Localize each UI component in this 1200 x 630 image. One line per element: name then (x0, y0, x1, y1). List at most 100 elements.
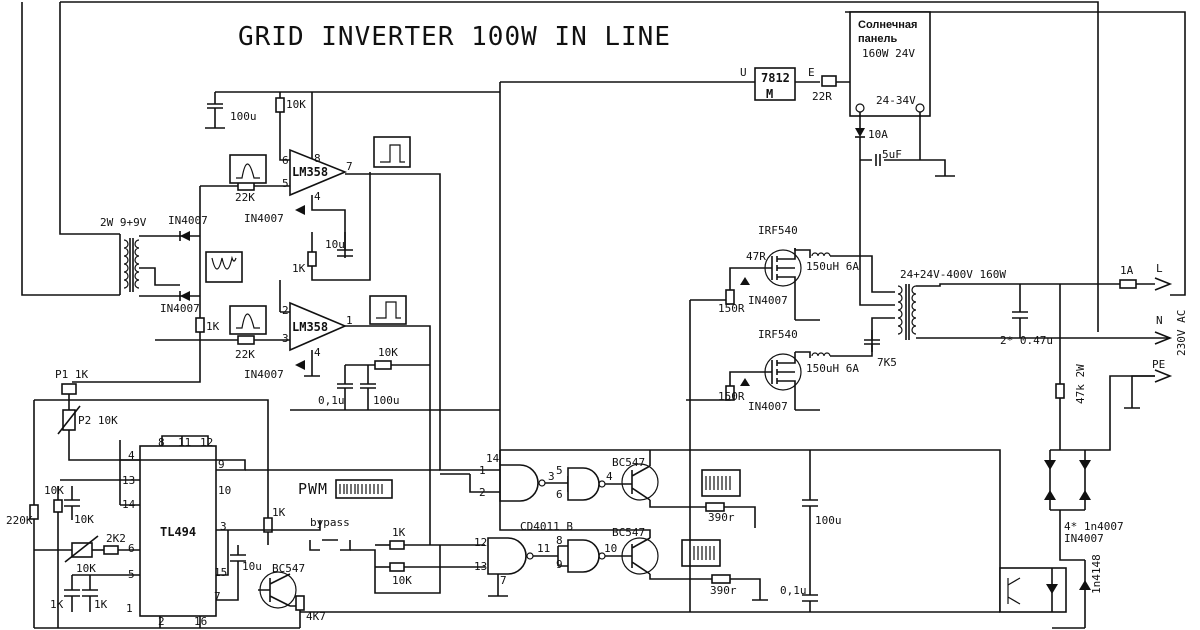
c7k5-label: 7K5 (877, 356, 897, 369)
q1-label: BC547 (612, 456, 645, 469)
title: GRID INVERTER 100W IN LINE (238, 22, 671, 52)
waveform-half-sine-1 (229, 154, 267, 184)
g2-pin5: 5 (556, 464, 563, 477)
d10a-label: 10A (868, 128, 888, 141)
q2-label: BC547 (612, 526, 645, 539)
g4-pin8: 8 (556, 534, 563, 547)
transistor-q2 (621, 537, 659, 575)
ac-label: 230V AC (1175, 310, 1188, 356)
l2-label: 150uH 6A (806, 362, 859, 375)
d1n4148-label: 1n4148 (1090, 554, 1103, 594)
c100u-c-label: 100u (815, 514, 842, 527)
d6-label: IN4007 (748, 400, 788, 413)
c5uf-label: 5uF (882, 148, 902, 161)
solar-panel (849, 11, 931, 117)
op2-pin4: 4 (314, 346, 321, 359)
op1-pin7: 7 (346, 160, 353, 173)
g2-pin6: 6 (556, 488, 563, 501)
waveform-half-sine-2 (229, 305, 267, 335)
g3-pin13: 13 (474, 560, 487, 573)
opamp2-label: LM358 (292, 320, 328, 334)
tl-pin9: 9 (218, 458, 225, 471)
r150ra-label: 150R (718, 302, 745, 315)
r10k-b-label: 10K (74, 513, 94, 526)
reg-out-label: E (808, 66, 815, 79)
p1-label: P1 1K (55, 368, 88, 381)
tl-pin5: 5 (128, 568, 135, 581)
tl-pin15: 15 (214, 566, 227, 579)
d7-label: IN4007 (1064, 532, 1104, 545)
g1-pin3: 3 (548, 470, 555, 483)
tl-pin11: 11 (178, 436, 191, 449)
g3-pin11: 11 (537, 542, 550, 555)
nand-gate-2 (567, 467, 600, 501)
g3-pin7: 7 (500, 574, 507, 587)
c10u-a-label: 10u (325, 238, 345, 251)
tl-pin10: 10 (218, 484, 231, 497)
tl-pin1: 1 (126, 602, 133, 615)
tl-pin7: 7 (214, 590, 221, 603)
c01u-a-label: 0,1u (318, 394, 345, 407)
waveform-rectified (205, 251, 243, 283)
c100u-b-label: 100u (373, 394, 400, 407)
regulator-label: 7812 (761, 71, 790, 85)
tl494-label: TL494 (160, 525, 196, 539)
r2k2-label: 2K2 (106, 532, 126, 545)
g4-pin10: 10 (604, 542, 617, 555)
fuse-label: 1A (1120, 264, 1134, 277)
p2-label: P2 10K (78, 414, 118, 427)
bridge-label: 4* 1n4007 (1064, 520, 1124, 533)
r10k-c-label: 10K (76, 562, 96, 575)
r1k-d-label: 1K (94, 598, 108, 611)
r10k-top-label: 10K (286, 98, 306, 111)
l1-label: 150uH 6A (806, 260, 859, 273)
r10k-a-label: 10K (44, 484, 64, 497)
r1k-c-label: 1K (50, 598, 64, 611)
r22k-1-label: 22K (235, 191, 255, 204)
d5-label: IN4007 (748, 294, 788, 307)
c047-label: 2* 0.47u (1000, 334, 1053, 347)
tl-pin13: 13 (122, 474, 135, 487)
g1-pin14: 14 (486, 452, 500, 465)
op1-pin8: 8 (314, 152, 321, 165)
d4-label: IN4007 (244, 368, 284, 381)
gate-waveform-1 (701, 469, 741, 497)
regulator-7812 (754, 67, 796, 101)
transformer-small-label: 2W 9+9V (100, 216, 147, 229)
mosfet1-label: IRF540 (758, 224, 798, 237)
out-pe-label: PE (1152, 358, 1165, 371)
cd4011-label: CD4011 B (520, 520, 573, 533)
main-transformer-label: 24+24V-400V 160W (900, 268, 1006, 281)
op2-pin3: 3 (282, 332, 289, 345)
reg-gnd-label: M (766, 87, 773, 101)
solar-voltage: 24-34V (876, 94, 916, 107)
out-n-label: N (1156, 314, 1163, 327)
c100u-top-label: 100u (230, 110, 257, 123)
tl-pin12: 12 (200, 436, 213, 449)
op1-pin4: 4 (314, 190, 321, 203)
r150rb-label: 150R (718, 390, 745, 403)
tl-pin2: 2 (158, 615, 165, 628)
r1k-a-label: 1K (292, 262, 306, 275)
op1-pin6: 6 (282, 154, 289, 167)
tl-pin4: 4 (128, 449, 135, 462)
g3-pin12: 12 (474, 536, 487, 549)
transistor-q1 (621, 463, 659, 501)
r22k-2-label: 22K (235, 348, 255, 361)
nand-gate-3 (487, 537, 527, 575)
reg-in-label: U (740, 66, 747, 79)
solar-line2: панель (858, 33, 898, 45)
tl494-ic (139, 445, 217, 617)
op1-pin5: 5 (282, 177, 289, 190)
out-l-label: L (1156, 262, 1163, 275)
r47k-label: 47k 2W (1074, 364, 1087, 404)
c01u-b-label: 0,1u (780, 584, 807, 597)
r22r-label: 22R (812, 90, 832, 103)
bypass-label: bypass (310, 516, 350, 529)
r220k-label: 220K (6, 514, 33, 527)
r390a-label: 390r (708, 511, 735, 524)
r47r-label: 47R (746, 250, 766, 263)
d3-label: IN4007 (160, 302, 200, 315)
